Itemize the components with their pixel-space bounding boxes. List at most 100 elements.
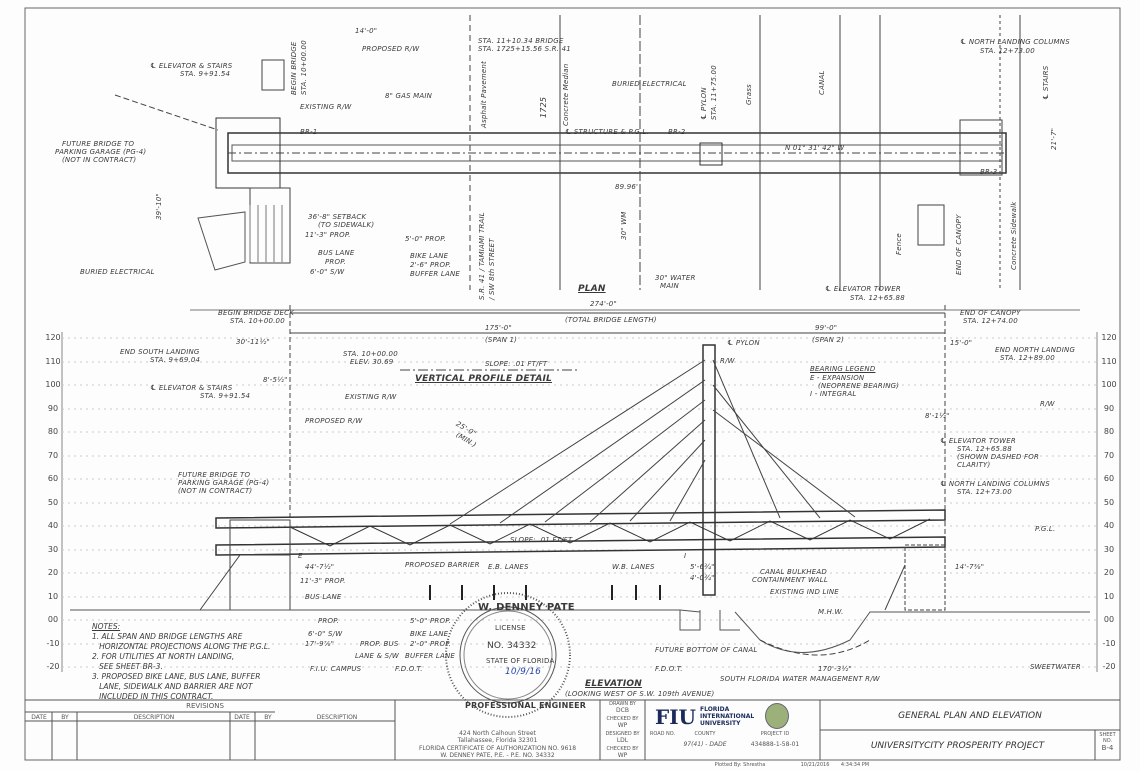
bearing-mark: E xyxy=(298,552,303,560)
sheet-title: GENERAL PLAN AND ELEVATION xyxy=(898,711,1042,721)
plan-label: STA. 9+91.54 xyxy=(180,70,231,78)
elevation-subtitle: (LOOKING WEST OF S.W. 109th AVENUE) xyxy=(565,690,715,698)
elev-label: STA. 9+69.04 xyxy=(150,356,201,364)
plan-future-garage-link xyxy=(197,211,246,271)
elev-label: P.G.L. xyxy=(1035,525,1056,533)
elev-label: 30'-11½" xyxy=(236,338,270,346)
rev-col: DESCRIPTION xyxy=(133,714,175,721)
revisions-heading: REVISIONS xyxy=(186,702,224,710)
truss-diagonals xyxy=(289,518,931,547)
elev-label: BUS LANE xyxy=(305,593,342,601)
engineer-cert: FLORIDA CERTIFICATE OF AUTHORIZATION NO.… xyxy=(418,745,577,752)
canopy xyxy=(215,509,946,529)
plan-pylon xyxy=(699,142,723,166)
elev-label: PARKING GARAGE (PG-4) xyxy=(178,479,270,487)
elev-label: E.B. LANES xyxy=(488,563,529,571)
elev-label: 4'-0¾" xyxy=(690,574,715,582)
plan-label: 8" GAS MAIN xyxy=(385,92,433,100)
plan-label: FUTURE BRIDGE TO xyxy=(62,140,135,148)
plan-label: EXISTING R/W xyxy=(300,103,352,111)
plan-stairs xyxy=(249,187,291,264)
elevation-bridge-truss xyxy=(215,509,946,556)
plot-date: 10/21/2016 xyxy=(800,762,830,768)
plan-label: BEGIN BRIDGE xyxy=(290,41,298,95)
elev-label: PROP. xyxy=(318,617,340,625)
elev-label: PROP. BUS xyxy=(360,640,399,648)
y-axis-tick-label: 40 xyxy=(47,521,59,530)
checked-by: WP xyxy=(617,722,628,729)
y-axis-tick-label: 110 xyxy=(1101,356,1117,366)
y-axis-tick-label: 00 xyxy=(1103,615,1115,624)
y-axis-tick-label: -10 xyxy=(46,638,60,648)
engineer-seal xyxy=(445,592,571,718)
elev-label: (NOT IN CONTRACT) xyxy=(178,487,253,495)
engineer-address: 424 North Calhoun Street xyxy=(459,730,536,737)
plan-label: 36'-8" SETBACK xyxy=(308,213,367,221)
plan-label: (TO SIDEWALK) xyxy=(318,221,375,229)
elev-label: (NEOPRENE BEARING) xyxy=(818,382,900,390)
elev-label: EXISTING R/W xyxy=(345,393,397,401)
elev-label: STA. 10+00.00 xyxy=(230,317,285,325)
plan-label: BUS LANE xyxy=(318,249,355,257)
plan-label: Concrete Sidewalk xyxy=(1010,201,1018,270)
elev-label: STA. 12+74.00 xyxy=(963,317,1018,325)
pylon-foundation xyxy=(679,610,740,631)
note-item: 1. ALL SPAN AND BRIDGE LENGTHS ARE HORIZ… xyxy=(92,632,271,651)
y-axis-tick-label: 60 xyxy=(47,474,59,483)
sheet-no-label: SHEET NO. xyxy=(1099,732,1116,744)
plan-label: ℄ NORTH LANDING COLUMNS xyxy=(960,38,1070,46)
plan-south-landing xyxy=(215,117,281,189)
plan-label: ℄ STAIRS xyxy=(1042,65,1050,100)
plan-label: Fence xyxy=(895,233,903,255)
checked-by-label: CHECKED BY xyxy=(606,716,639,722)
elev-label: CANAL BULKHEAD xyxy=(760,568,827,576)
plan-label: ℄ ELEVATOR TOWER xyxy=(825,285,901,293)
elev-label: STA. 12+73.00 xyxy=(957,488,1012,496)
elev-label: R/W xyxy=(1040,400,1055,408)
designed-by-label: DESIGNED BY xyxy=(605,731,640,737)
y-axis-tick-label: -20 xyxy=(46,662,60,671)
elev-label: BEARING LEGEND xyxy=(810,365,876,373)
stay-cables xyxy=(449,359,856,525)
elev-label: PROPOSED R/W xyxy=(305,417,363,425)
elev-label: SLOPE: .01 FT/FT xyxy=(510,536,573,544)
elev-label: END NORTH LANDING xyxy=(995,346,1076,354)
y-axis-tick-label: 90 xyxy=(1103,403,1115,413)
y-axis-tick-label: 100 xyxy=(1101,380,1117,389)
elev-label: ℄ ELEVATOR TOWER xyxy=(940,437,1016,445)
project-id-label: PROJECT ID xyxy=(760,731,790,737)
plan-elevator xyxy=(261,59,285,91)
y-axis-tick-label: 30 xyxy=(47,544,59,554)
y-axis-tick-label: 120 xyxy=(1101,333,1117,342)
elev-label: PROPOSED BARRIER xyxy=(405,561,480,569)
elev-label: END OF CANOPY xyxy=(960,309,1021,317)
elev-label: I - INTEGRAL xyxy=(810,390,857,398)
elev-label: SWEETWATER xyxy=(1030,663,1081,671)
plan-label: BUFFER LANE xyxy=(410,270,461,278)
elev-label: M.H.W. xyxy=(818,608,844,616)
project-name: UNIVERSITYCITY PROSPERITY PROJECT xyxy=(870,741,1045,751)
elev-gridlines xyxy=(62,337,1097,668)
plan-label: BR-3 xyxy=(980,168,998,176)
notes: NOTES: 1. ALL SPAN AND BRIDGE LENGTHS AR… xyxy=(92,622,270,702)
elev-label: W.B. LANES xyxy=(612,563,655,571)
plan-label: N 01° 31' 42" W xyxy=(785,144,845,152)
plan-label: ℄ ELEVATOR & STAIRS xyxy=(150,62,233,70)
title-block-lines xyxy=(25,699,1120,760)
elev-label: 2'-0" PROP. xyxy=(410,640,452,648)
plan-label: STA. 12+73.00 xyxy=(980,47,1035,55)
elev-label: ℄ NORTH LANDING COLUMNS xyxy=(940,480,1050,488)
plan-label: END OF CANOPY xyxy=(955,214,963,275)
plan-label: STA. 11+75.00 xyxy=(710,65,718,120)
elev-label: EXISTING IND LINE xyxy=(770,588,839,596)
y-axis-tick-label: 90 xyxy=(47,403,59,413)
university-seal-icon xyxy=(765,703,789,729)
elev-label: STA. 10+00.00 xyxy=(343,350,398,358)
profile-detail-title: VERTICAL PROFILE DETAIL xyxy=(415,374,552,384)
elev-label: 14'-7⅜" xyxy=(955,563,985,571)
plan-label: Asphalt Pavement xyxy=(480,61,488,128)
rev-col: DATE xyxy=(31,714,47,721)
elev-label: 6'-0" S/W xyxy=(308,630,343,638)
plan-label: ℄ PYLON xyxy=(700,87,708,120)
